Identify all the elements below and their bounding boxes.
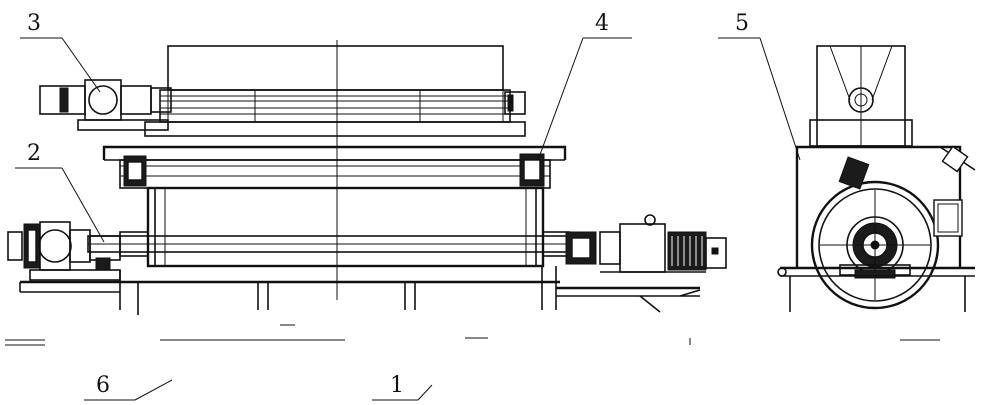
front-view (5, 40, 727, 346)
dimension-lines (5, 324, 691, 346)
callout-3: 3 (20, 11, 101, 93)
right-drive-motor (565, 214, 727, 273)
left-gear-motor (7, 221, 121, 281)
callout-4-label: 4 (595, 11, 609, 36)
bearing-left (123, 155, 147, 187)
callout-5: 5 (718, 11, 801, 161)
callout-2-label: 2 (27, 141, 41, 166)
main-housing (102, 145, 567, 268)
callout-1-label: 1 (390, 373, 404, 398)
callout-4: 4 (537, 11, 632, 161)
callout-3-label: 3 (27, 11, 41, 36)
top-drive-motor (39, 79, 172, 131)
top-right-coupling (504, 91, 526, 115)
callout-1: 1 (372, 373, 433, 401)
callout-5-label: 5 (735, 11, 749, 36)
feed-hopper (144, 45, 526, 137)
side-view (777, 45, 976, 341)
callout-6: 6 (84, 373, 173, 401)
callout-6-label: 6 (96, 373, 110, 398)
callout-2: 2 (15, 141, 105, 243)
bearing-right (519, 153, 545, 187)
main-shaft (87, 231, 579, 257)
base-frame (19, 266, 701, 315)
